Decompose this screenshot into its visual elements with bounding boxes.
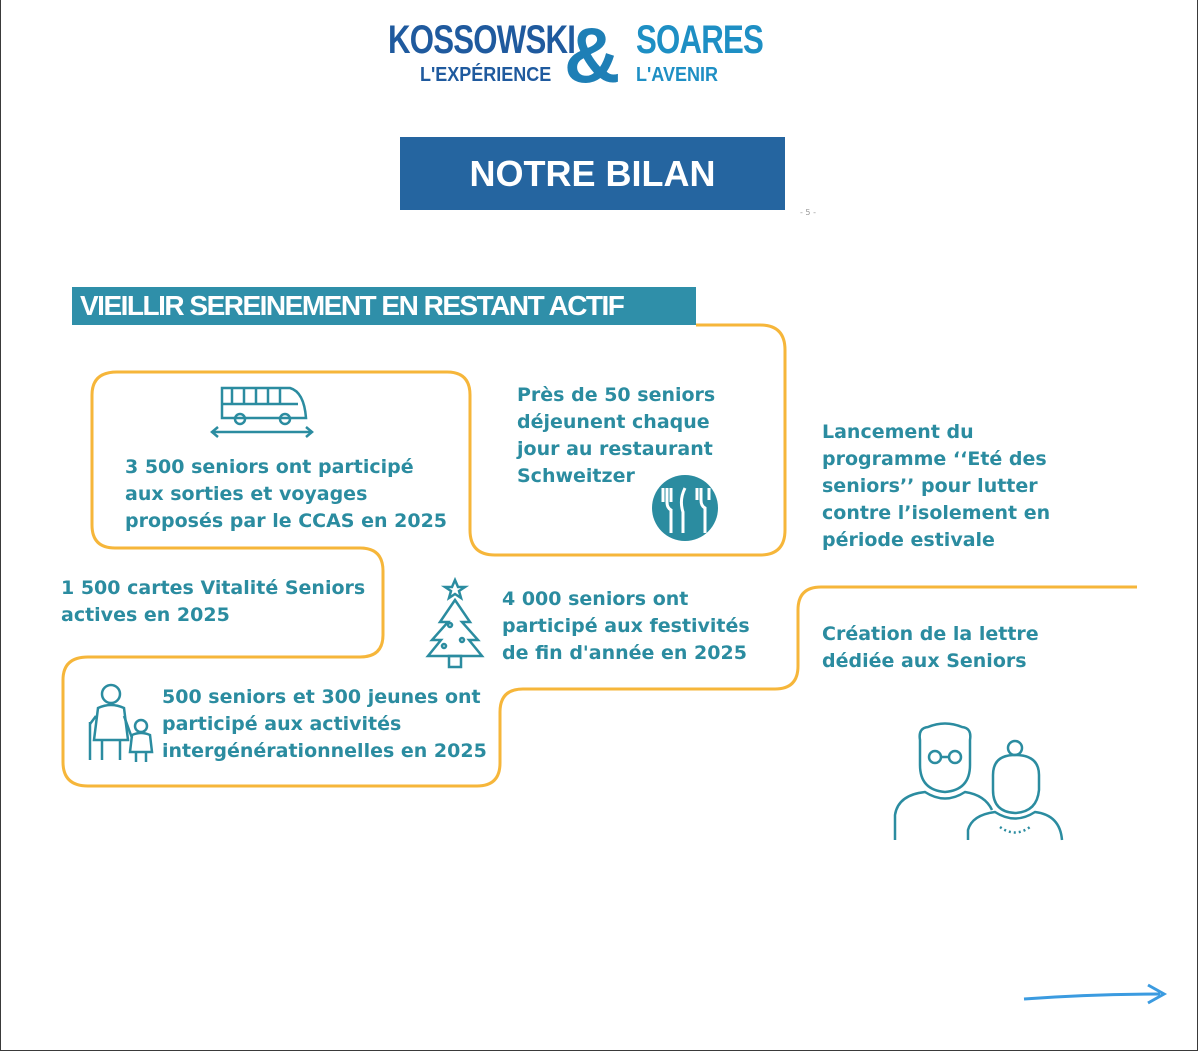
section-title: VIEILLIR SEREINEMENT EN RESTANT ACTIF bbox=[72, 287, 696, 325]
logo-left-tagline: L'EXPÉRIENCE bbox=[420, 64, 552, 86]
logo-left-name: KOSSOWSKI bbox=[388, 18, 576, 62]
page-marker: - 5 - bbox=[800, 208, 816, 217]
bus-icon bbox=[210, 386, 314, 438]
grandparent-child-icon bbox=[88, 683, 154, 762]
stat-intergenerational: 500 seniors et 300 jeunes ont participé … bbox=[162, 686, 487, 762]
campaign-logo: KOSSOWSKI L'EXPÉRIENCE & SOARES L'AVENIR bbox=[388, 11, 764, 99]
stat-trips: 3 500 seniors ont participé aux sorties … bbox=[125, 456, 448, 532]
stat-festivities: 4 000 seniors ont participé aux festivit… bbox=[502, 588, 750, 664]
stat-summer-program: Lancement du programme ‘‘Eté des seniors… bbox=[822, 421, 1051, 551]
stat-letter: Création de la lettre dédiée aux Seniors bbox=[822, 623, 1039, 672]
page-title: NOTRE BILAN bbox=[400, 137, 785, 210]
christmas-tree-icon bbox=[425, 576, 485, 669]
cutlery-icon bbox=[652, 475, 718, 541]
logo-right-tagline: L'AVENIR bbox=[636, 64, 718, 86]
stat-cards: 1 500 cartes Vitalité Seniors actives en… bbox=[61, 577, 366, 626]
logo-ampersand: & bbox=[564, 11, 621, 99]
senior-couple-icon bbox=[893, 722, 1064, 841]
stat-restaurant: Près de 50 seniors déjeunent chaque jour… bbox=[517, 384, 716, 487]
logo-right-name: SOARES bbox=[636, 18, 764, 62]
next-arrow-icon[interactable] bbox=[1020, 980, 1170, 1010]
